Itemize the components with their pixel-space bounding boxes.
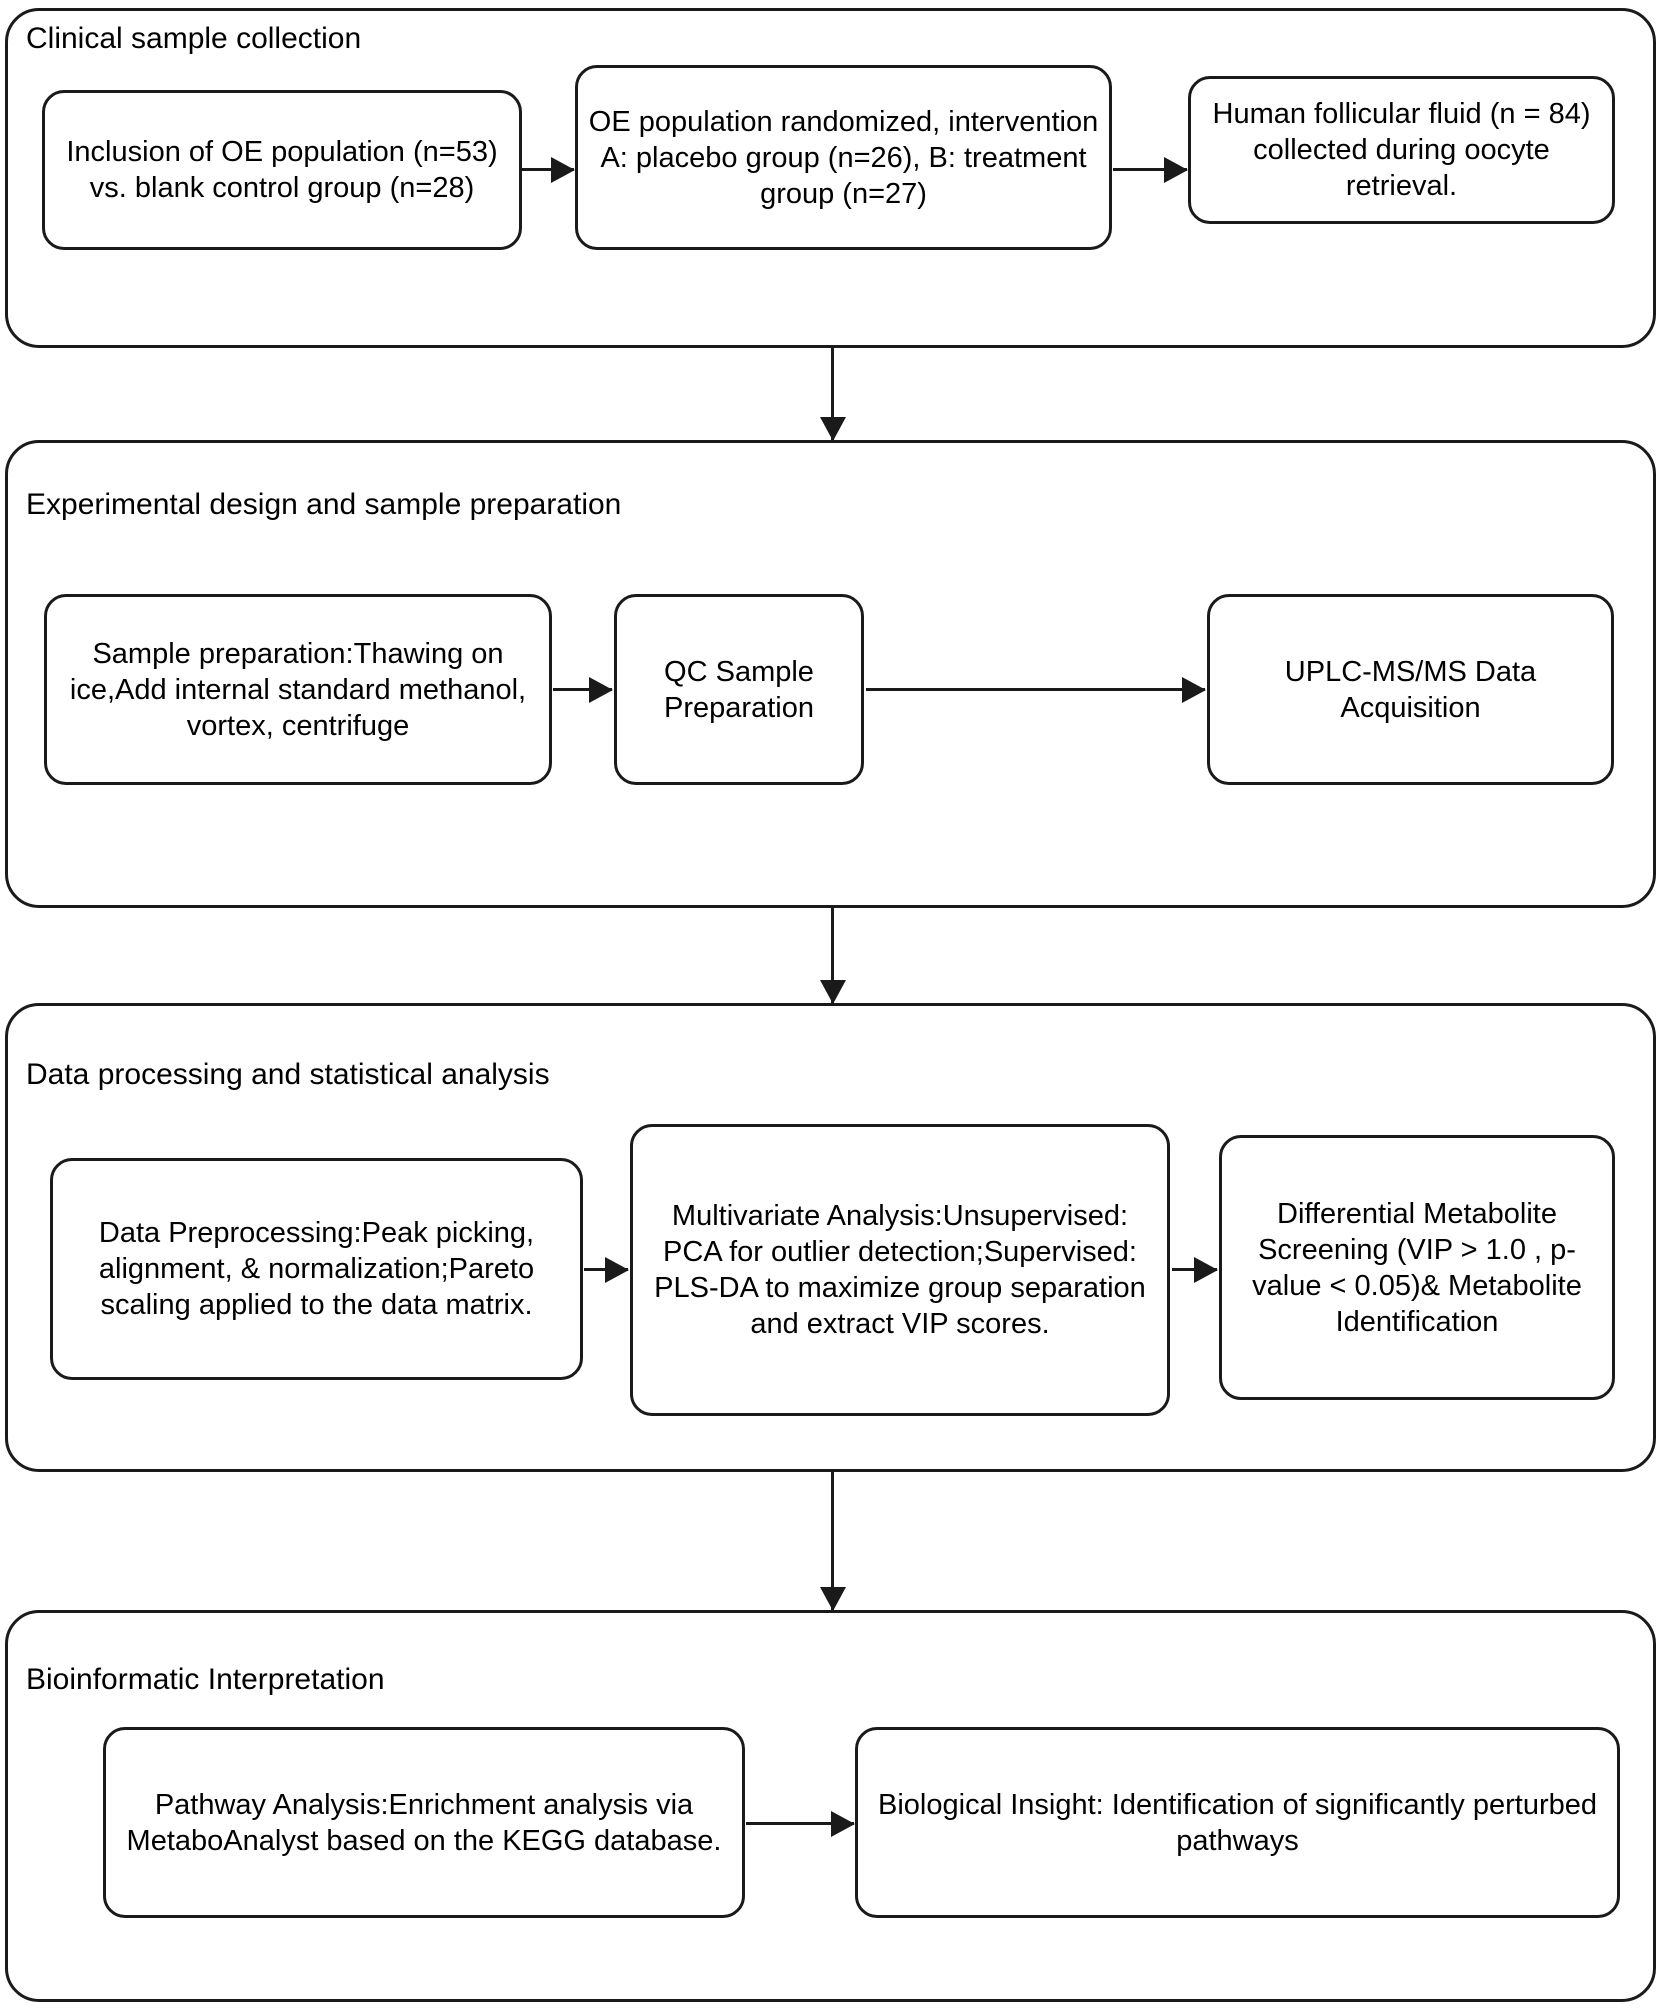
arrow-sample-prep-to-qc bbox=[553, 688, 612, 691]
arrow-randomized-to-follicular-fluid bbox=[1113, 168, 1187, 171]
node-sample-preparation: Sample preparation:Thawing on ice,Add in… bbox=[44, 594, 552, 785]
node-label: QC Sample Preparation bbox=[664, 655, 814, 724]
node-label: OE population randomized, intervention A… bbox=[588, 105, 1099, 210]
node-data-preprocessing: Data Preprocessing:Peak picking, alignme… bbox=[50, 1158, 583, 1380]
arrow-inclusion-to-randomized bbox=[522, 168, 574, 171]
section-title-data-processing-statistical-analysis: Data processing and statistical analysis bbox=[26, 1058, 550, 1091]
node-differential-metabolite-screening: Differential Metabolite Screening (VIP >… bbox=[1219, 1135, 1615, 1400]
arrow-multivariate-to-differential bbox=[1172, 1268, 1217, 1271]
node-label: Sample preparation:Thawing on ice,Add in… bbox=[69, 637, 527, 742]
node-label: Multivariate Analysis:Unsupervised: PCA … bbox=[654, 1200, 1146, 1340]
arrow-section3-to-section4 bbox=[831, 1472, 834, 1610]
node-human-follicular-fluid: Human follicular fluid (n = 84) collecte… bbox=[1188, 76, 1615, 224]
arrow-qc-to-uplc bbox=[866, 688, 1205, 691]
arrow-section2-to-section3 bbox=[831, 908, 834, 1003]
node-label: Biological Insight: Identification of si… bbox=[878, 1788, 1597, 1857]
node-pathway-analysis: Pathway Analysis:Enrichment analysis via… bbox=[103, 1727, 745, 1918]
node-label: Human follicular fluid (n = 84) collecte… bbox=[1212, 98, 1591, 202]
arrow-preprocessing-to-multivariate bbox=[584, 1268, 628, 1271]
arrow-pathway-to-biological-insight bbox=[746, 1822, 854, 1825]
node-oe-population-randomized: OE population randomized, intervention A… bbox=[575, 65, 1112, 250]
section-title-bioinformatic-interpretation: Bioinformatic Interpretation bbox=[26, 1663, 385, 1696]
node-label: Pathway Analysis:Enrichment analysis via… bbox=[126, 1788, 722, 1857]
arrow-section1-to-section2 bbox=[831, 348, 834, 440]
node-label: Data Preprocessing:Peak picking, alignme… bbox=[98, 1217, 535, 1321]
node-uplc-ms-ms-data-acquisition: UPLC-MS/MS Data Acquisition bbox=[1207, 594, 1614, 785]
node-label: Differential Metabolite Screening (VIP >… bbox=[1252, 1197, 1582, 1338]
section-title-clinical-sample-collection: Clinical sample collection bbox=[26, 22, 362, 55]
node-qc-sample-preparation: QC Sample Preparation bbox=[614, 594, 864, 785]
section-title-experimental-design-sample-preparation: Experimental design and sample preparati… bbox=[26, 488, 622, 521]
node-multivariate-analysis: Multivariate Analysis:Unsupervised: PCA … bbox=[630, 1124, 1170, 1416]
node-biological-insight: Biological Insight: Identification of si… bbox=[855, 1727, 1620, 1918]
node-label: UPLC-MS/MS Data Acquisition bbox=[1284, 655, 1537, 724]
node-label: Inclusion of OE population (n=53) vs. bl… bbox=[66, 136, 498, 204]
node-inclusion-oe-population: Inclusion of OE population (n=53) vs. bl… bbox=[42, 90, 522, 250]
